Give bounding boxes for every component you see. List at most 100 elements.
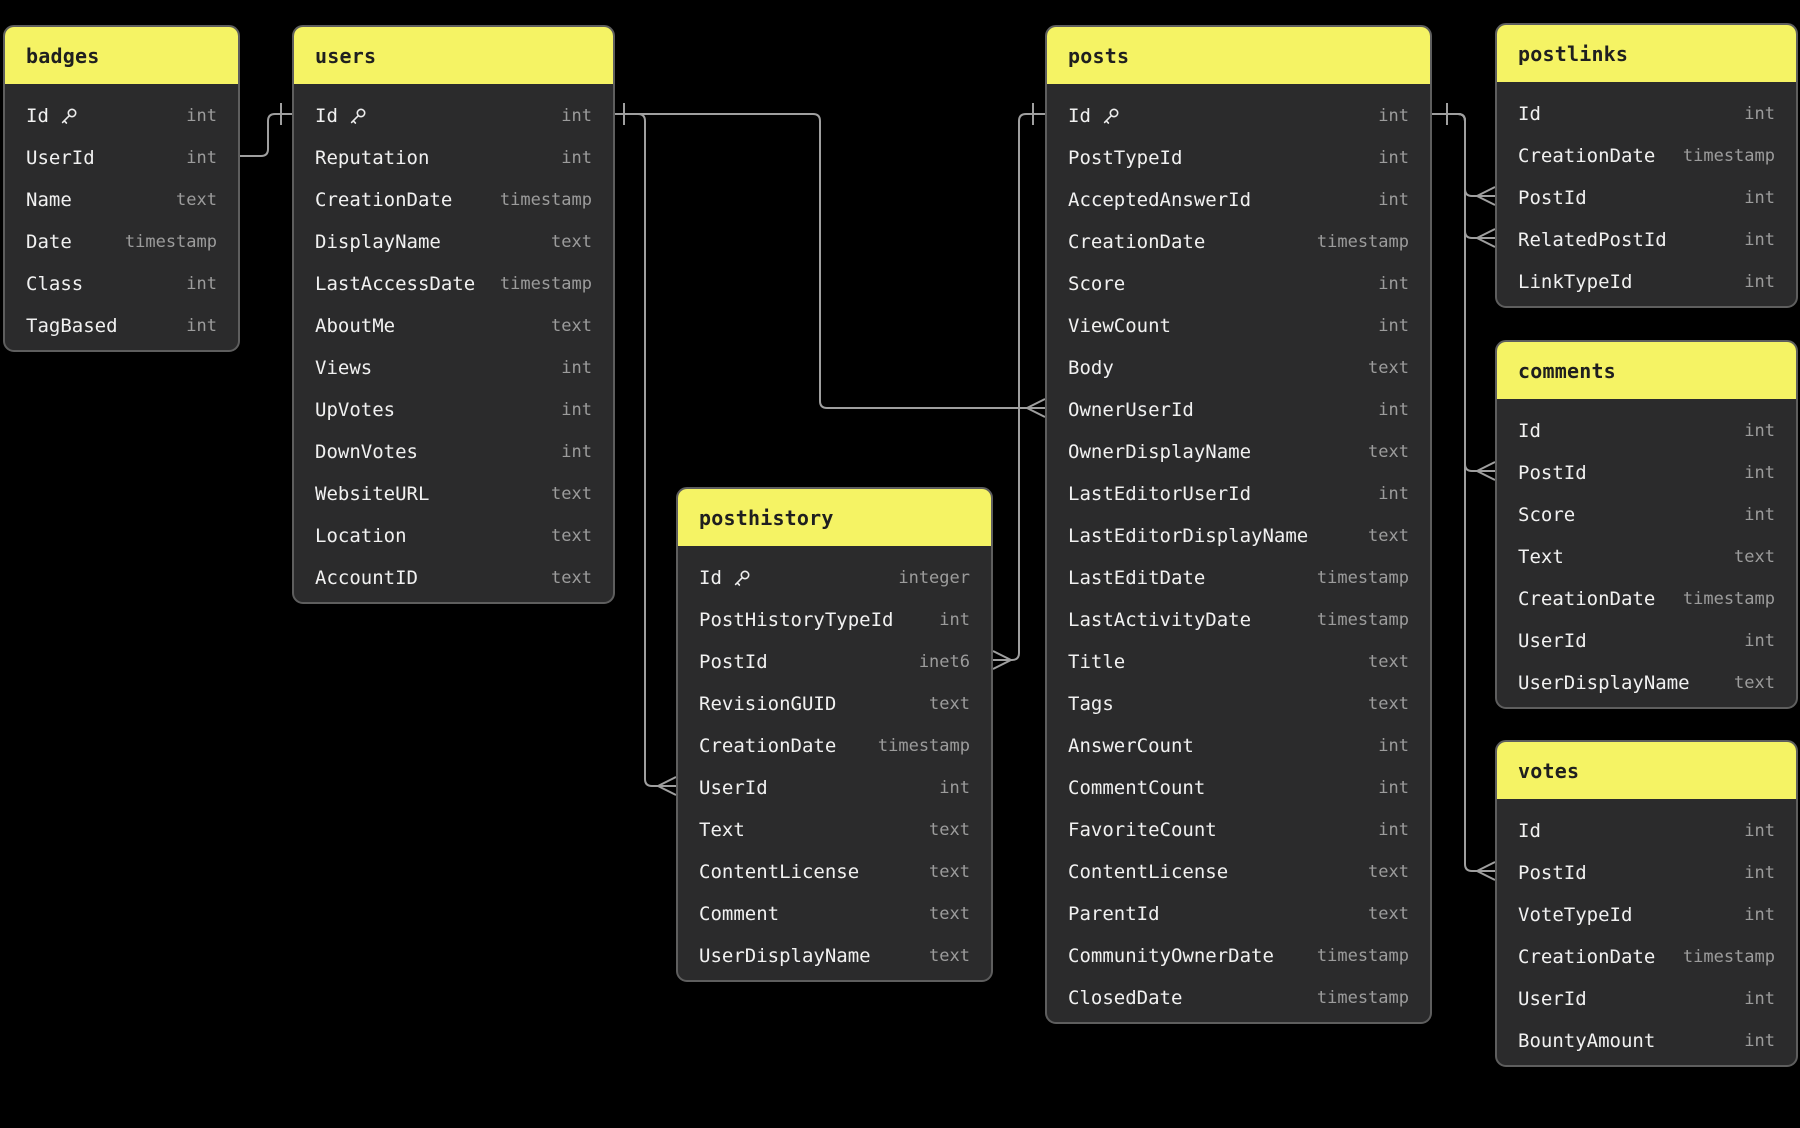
column-name: UserId xyxy=(699,777,768,799)
column-name: CreationDate xyxy=(699,735,837,757)
column-name: PostTypeId xyxy=(1068,147,1183,169)
primary-key-icon xyxy=(1100,106,1121,127)
table-header-votes[interactable]: votes xyxy=(1497,742,1796,799)
column-type: int xyxy=(1744,821,1775,841)
column-type: int xyxy=(186,148,217,168)
column-type: int xyxy=(561,358,592,378)
column-type: text xyxy=(929,904,970,924)
cardinality-many-marker xyxy=(1476,228,1496,248)
table-header-users[interactable]: users xyxy=(294,27,613,84)
column-name: RelatedPostId xyxy=(1518,229,1667,251)
table-header-posts[interactable]: posts xyxy=(1047,27,1430,84)
column-type: int xyxy=(1744,863,1775,883)
column-type: text xyxy=(929,820,970,840)
relationship-posthistory.PostId-to-posts.Id[interactable] xyxy=(992,103,1045,670)
column-type: text xyxy=(551,232,592,252)
column-type: int xyxy=(561,106,592,126)
column-name: UserId xyxy=(1518,988,1587,1010)
column-type: int xyxy=(1744,905,1775,925)
table-header-posthistory[interactable]: posthistory xyxy=(678,489,991,546)
column-type: int xyxy=(1378,820,1409,840)
column-row-users-Id: Id int xyxy=(294,95,613,137)
column-name: CreationDate xyxy=(1068,231,1206,253)
column-type: int xyxy=(561,442,592,462)
primary-key-icon xyxy=(58,106,79,127)
column-type: inet6 xyxy=(918,652,970,672)
column-name: Views xyxy=(315,357,373,379)
table-header-comments[interactable]: comments xyxy=(1497,342,1796,399)
column-type: int xyxy=(1744,230,1775,250)
column-name: ContentLicense xyxy=(699,861,860,883)
table-title: postlinks xyxy=(1518,41,1629,66)
column-name: ContentLicense xyxy=(1068,861,1229,883)
column-name: PostHistoryTypeId xyxy=(699,609,894,631)
column-name: Id xyxy=(315,105,338,127)
table-header-badges[interactable]: badges xyxy=(5,27,238,84)
column-name: Id xyxy=(1518,103,1541,125)
column-type: text xyxy=(551,484,592,504)
column-type: text xyxy=(929,862,970,882)
column-name: Id xyxy=(1068,105,1091,127)
column-name: Tags xyxy=(1068,693,1114,715)
column-name: ParentId xyxy=(1068,903,1160,925)
column-type: timestamp xyxy=(1682,589,1775,609)
column-name: DisplayName xyxy=(315,231,441,253)
relationship-votes.PostId-to-posts.Id[interactable] xyxy=(1432,113,1496,881)
column-name: UserId xyxy=(1518,630,1587,652)
table-header-postlinks[interactable]: postlinks xyxy=(1497,25,1796,82)
column-name: LinkTypeId xyxy=(1518,271,1633,293)
relationship-posts.OwnerUserId-to-users.Id[interactable] xyxy=(615,103,1046,418)
column-name: CreationDate xyxy=(1518,588,1656,610)
column-name: LastActivityDate xyxy=(1068,609,1252,631)
column-type: int xyxy=(939,778,970,798)
column-name: Id xyxy=(26,105,49,127)
relationship-badges.UserId-to-users.Id[interactable] xyxy=(240,103,292,157)
column-type: timestamp xyxy=(499,274,592,294)
column-type: timestamp xyxy=(499,190,592,210)
column-name: Comment xyxy=(699,903,780,925)
column-type: timestamp xyxy=(124,232,217,252)
column-name: Text xyxy=(1518,546,1564,568)
column-name: DownVotes xyxy=(315,441,418,463)
table-title: posthistory xyxy=(699,505,834,530)
column-name: OwnerDisplayName xyxy=(1068,441,1252,463)
relationship-line xyxy=(993,113,1045,661)
column-name: Score xyxy=(1068,273,1126,295)
column-name: LastEditDate xyxy=(1068,567,1206,589)
column-name: RevisionGUID xyxy=(699,693,837,715)
